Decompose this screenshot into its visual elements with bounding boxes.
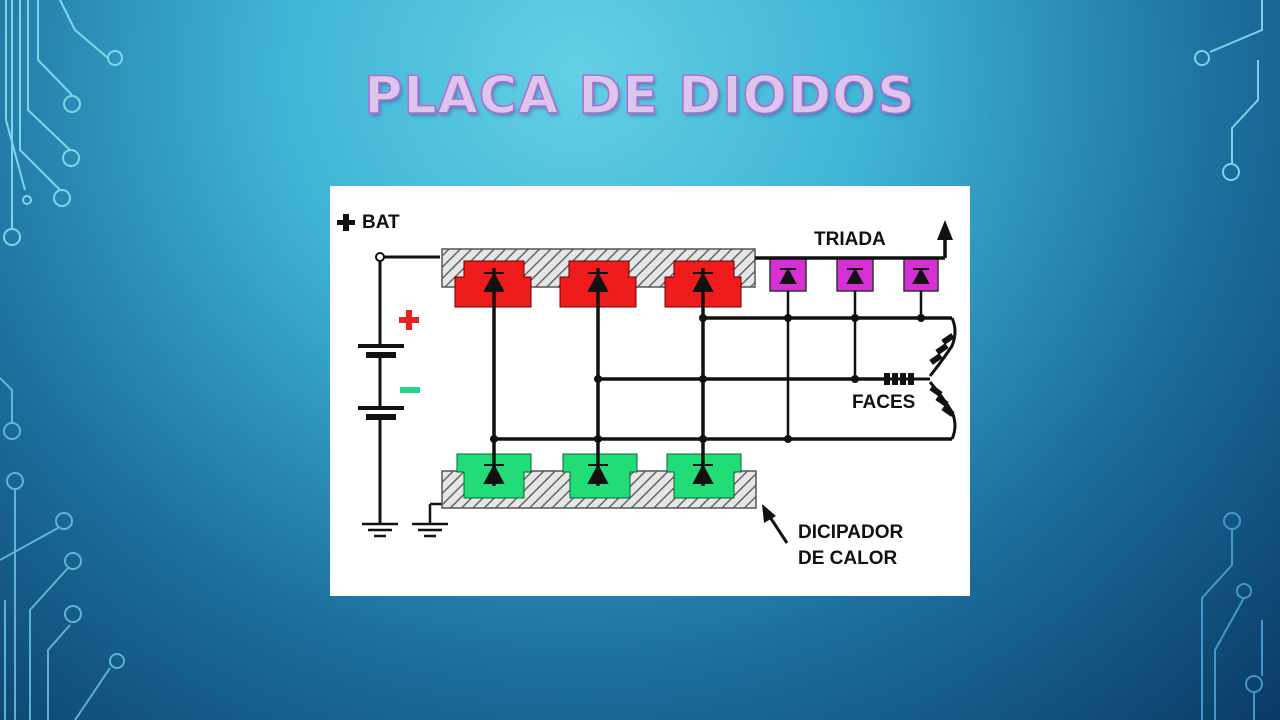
red-plus-sign xyxy=(399,310,419,330)
diode-plate-diagram: BAT xyxy=(330,186,970,596)
diode-icon xyxy=(846,267,864,284)
diode-icon xyxy=(692,271,714,292)
green-minus-sign xyxy=(400,387,420,393)
slide-title: PLACA DE DIODOS xyxy=(364,65,916,127)
triad-wiring xyxy=(786,291,923,439)
battery-circuit xyxy=(378,255,440,524)
faces-label: FACES xyxy=(852,392,915,413)
battery-ground-icon xyxy=(362,522,398,538)
right-bottom-circuit-traces xyxy=(1201,512,1263,720)
triad-output-arrow-icon xyxy=(937,220,953,240)
diode-icon xyxy=(779,267,797,284)
diode-plate-schematic: BAT xyxy=(337,212,957,569)
diode-icon xyxy=(692,463,714,484)
heatsink-pointer-arrow-icon xyxy=(762,504,789,544)
heatsink-ground-icon xyxy=(412,502,448,538)
diode-icon xyxy=(587,271,609,292)
positive-terminal xyxy=(375,252,385,262)
left-top-circuit-traces xyxy=(3,0,123,246)
diode-symbols xyxy=(483,267,930,484)
heatsink-label-line1: DICIPADOR xyxy=(798,522,903,543)
heatsink-label-line2: DE CALOR xyxy=(798,548,898,569)
diode-icon xyxy=(483,463,505,484)
diode-icon xyxy=(587,463,609,484)
coil-windings xyxy=(884,333,955,417)
right-top-circuit-traces xyxy=(1194,0,1263,181)
battery-plus-symbol xyxy=(337,214,355,231)
left-bottom-circuit-traces xyxy=(0,377,125,720)
diode-icon xyxy=(912,267,930,284)
bat-label: BAT xyxy=(362,212,400,233)
triada-label: TRIADA xyxy=(814,229,886,250)
battery-symbol xyxy=(358,344,404,420)
diode-icon xyxy=(483,271,505,292)
junction-dots xyxy=(490,314,925,443)
